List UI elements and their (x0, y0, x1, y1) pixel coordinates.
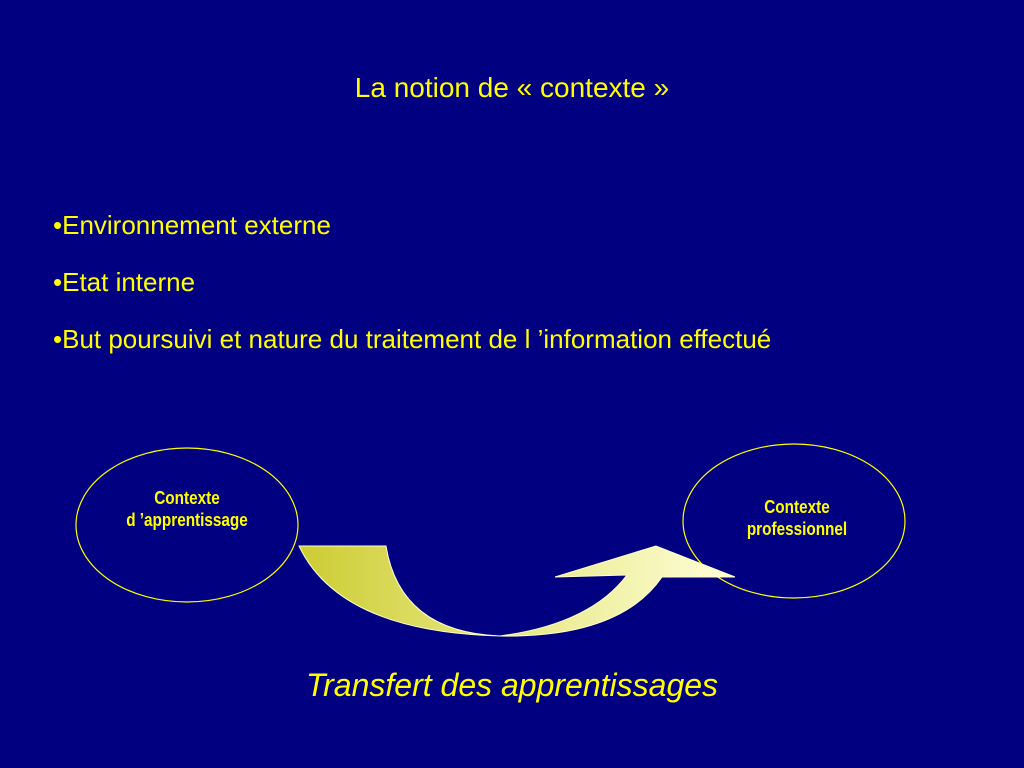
slide-title: La notion de « contexte » (354, 72, 670, 103)
right-context-line1: Contexte (764, 497, 830, 517)
transfer-arrow (298, 545, 736, 637)
bullet-list: •Environnement externe •Etat interne •Bu… (53, 210, 953, 381)
bullet-item: •Environnement externe (53, 210, 331, 240)
right-context-label: Contexte professionnel (721, 496, 874, 540)
transfer-diagram: Contexte d ’apprentissage Contexte profe… (0, 420, 1024, 660)
left-context-ellipse (75, 447, 299, 603)
bullet-item: •But poursuivi et nature du traitement d… (53, 324, 772, 354)
diagram-caption: Transfert des apprentissages (305, 667, 719, 703)
diagram-graphic (75, 443, 906, 637)
left-context-line1: Contexte (154, 488, 220, 508)
left-context-label: Contexte d ’apprentissage (111, 487, 264, 531)
right-context-line2: professionnel (746, 519, 848, 539)
bullet-item: •Etat interne (53, 267, 196, 297)
right-context-ellipse (682, 443, 906, 599)
left-context-line2: d ’apprentissage (126, 510, 248, 530)
